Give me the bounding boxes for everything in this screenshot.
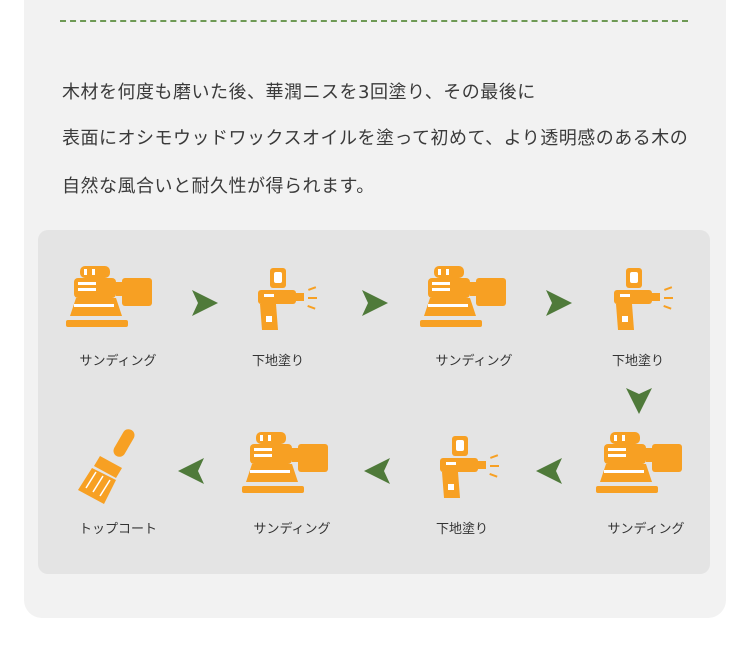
step-7-label: サンディング [253,522,331,537]
step-4-label: 下地塗り [611,354,664,369]
arrow-right-icon [546,290,572,316]
arrow-left-icon [364,458,390,484]
sander-icon [242,432,328,493]
sander-icon [420,266,506,327]
description-line-2: 表面にオシモウッドワックスオイルを塗って初めて、より透明感のある木の [62,128,689,149]
arrow-left-icon [178,458,204,484]
paintbrush-icon [78,428,138,505]
step-1-label: サンディング [79,354,157,369]
spray-gun-icon [258,268,317,330]
arrow-left-icon [536,458,562,484]
step-8-label: トップコート [78,522,157,537]
description-line-3: 自然な風合いと耐久性が得られます。 [62,176,375,197]
step-2-label: 下地塗り [251,354,304,369]
description-line-1: 木材を何度も磨いた後、華潤ニスを3回塗り、その最後に [62,82,536,103]
step-5-label: サンディング [607,522,685,537]
arrow-right-icon [362,290,388,316]
sander-icon [596,432,682,493]
spray-gun-icon [440,436,499,498]
step-6-label: 下地塗り [435,522,488,537]
spray-gun-icon [614,268,673,330]
dashed-divider [60,20,688,22]
step-3-label: サンディング [435,354,513,369]
arrow-right-icon [192,290,218,316]
arrow-down-icon [626,388,652,414]
sander-icon [66,266,152,327]
